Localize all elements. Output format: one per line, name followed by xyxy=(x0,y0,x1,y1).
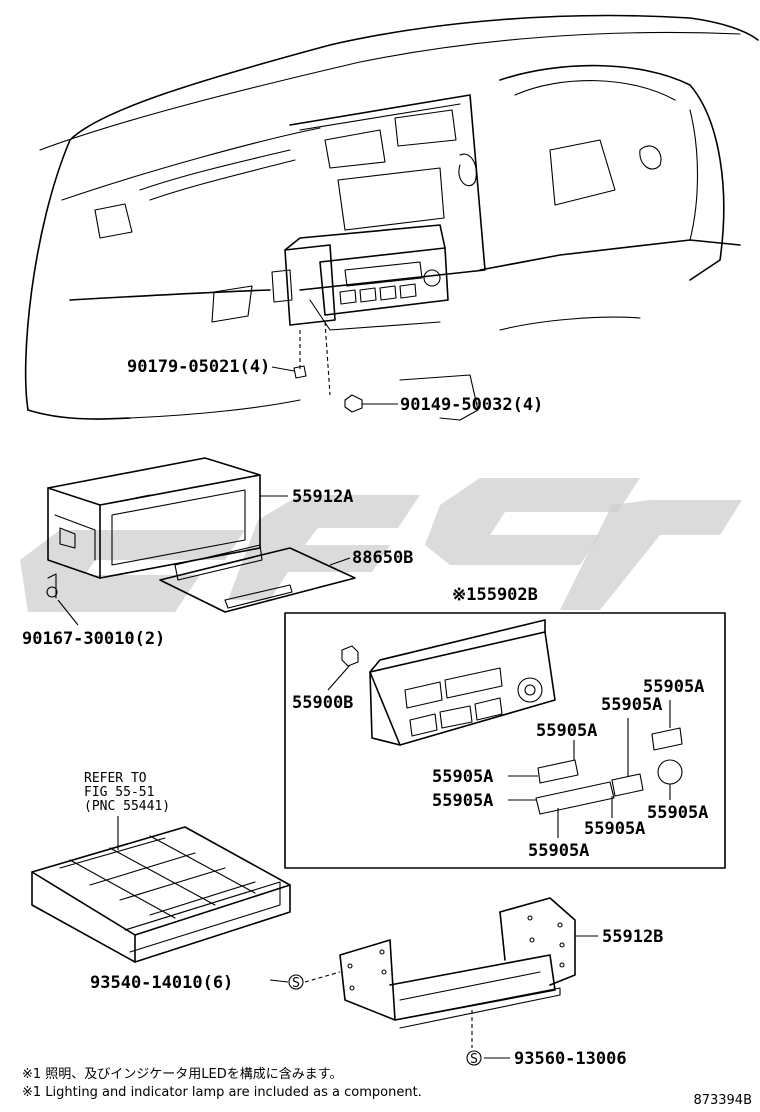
label-55912a: 55912A xyxy=(292,487,353,507)
s-marker-1: S xyxy=(288,974,304,991)
label-55905a-2: 55905A xyxy=(601,695,662,715)
refer-line-1: REFER TO xyxy=(84,771,147,786)
label-55905a-3: 55905A xyxy=(536,721,597,741)
label-90167: 90167-30010(2) xyxy=(22,629,165,649)
note-english: ※1 Lighting and indicator lamp are inclu… xyxy=(22,1085,422,1100)
label-55905a-7: 55905A xyxy=(584,819,645,839)
label-55905a-6: 55905A xyxy=(647,803,708,823)
label-93540: 93540-14010(6) xyxy=(90,973,233,993)
watermark-logo xyxy=(20,478,742,612)
leader-lines xyxy=(57,366,598,1059)
s-marker-2: S xyxy=(466,1050,482,1067)
label-55900b: 55900B xyxy=(292,693,353,713)
svg-text:S: S xyxy=(470,1052,478,1067)
dashboard-illustration xyxy=(24,14,759,421)
label-55912b: 55912B xyxy=(602,927,663,947)
bracket-55912b-illustration xyxy=(339,897,576,1029)
note-japanese: ※1 照明、及びインジケータ用LEDを構成に含みます。 xyxy=(22,1066,342,1082)
label-93560: 93560-13006 xyxy=(514,1049,627,1069)
label-55905a-1: 55905A xyxy=(643,677,704,697)
refer-line-2: FIG 55-51 xyxy=(84,785,154,800)
label-55905a-4: 55905A xyxy=(432,767,493,787)
label-90149: 90149-50032(4) xyxy=(400,395,543,415)
svg-text:S: S xyxy=(292,976,300,991)
control-panel-group xyxy=(284,612,726,869)
label-55905a-8: 55905A xyxy=(528,841,589,861)
label-55902b: ※155902B xyxy=(452,585,538,605)
label-90179: 90179-05021(4) xyxy=(127,357,270,377)
bracket-55912a-illustration xyxy=(46,457,356,613)
tray-illustration xyxy=(31,816,291,963)
label-55905a-5: 55905A xyxy=(432,791,493,811)
refer-line-3: (PNC 55441) xyxy=(84,799,170,814)
figure-id: 873394B xyxy=(693,1093,752,1108)
label-88650b: 88650B xyxy=(352,548,413,568)
